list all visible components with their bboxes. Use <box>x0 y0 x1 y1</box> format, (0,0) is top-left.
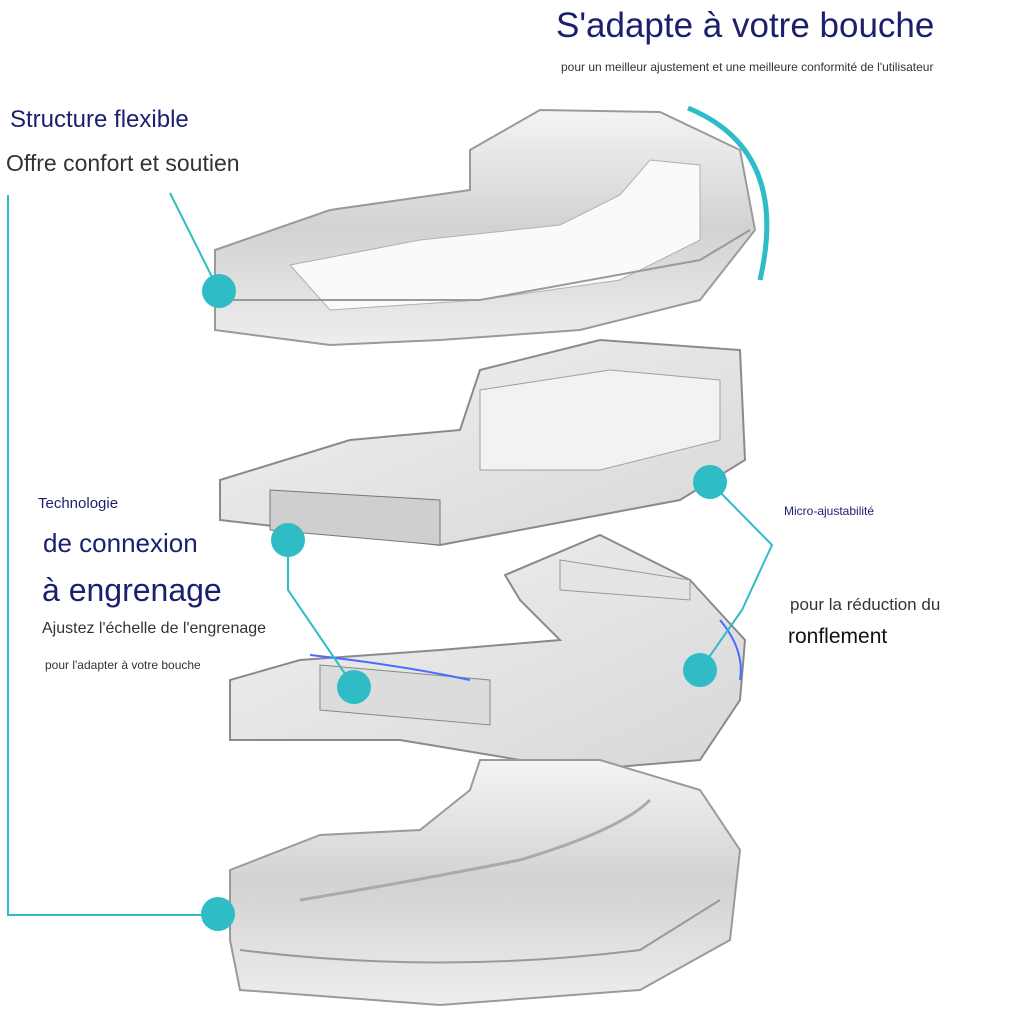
marker-dot <box>201 897 235 931</box>
header-title: S'adapte à votre bouche <box>556 6 935 45</box>
fit-arc <box>687 105 770 281</box>
gear-line2: de connexion <box>43 528 198 558</box>
flexible-desc: Offre confort et soutien <box>6 150 240 176</box>
marker-dot <box>337 670 371 704</box>
gear-line3: à engrenage <box>42 572 222 608</box>
marker-dot <box>202 274 236 308</box>
marker-dots <box>201 274 727 931</box>
gear-line1: Technologie <box>38 495 119 512</box>
header-subtitle: pour un meilleur ajustement et une meill… <box>561 60 934 74</box>
marker-dot <box>271 523 305 557</box>
micro-line1: Micro-ajustabilité <box>784 504 875 518</box>
gear-plate-upper <box>219 338 747 547</box>
marker-dot <box>693 465 727 499</box>
micro-line2: pour la réduction du <box>790 595 941 614</box>
gear-plate-lower <box>229 533 747 772</box>
marker-dot <box>683 653 717 687</box>
gear-line5: pour l'adapter à votre bouche <box>45 658 201 672</box>
micro-line3: ronflement <box>788 625 888 648</box>
flexible-title: Structure flexible <box>10 106 189 133</box>
gear-line4: Ajustez l'échelle de l'engrenage <box>42 620 267 637</box>
connector-lines <box>7 192 774 916</box>
lower-tray <box>229 759 742 1007</box>
upper-tray <box>214 108 757 347</box>
